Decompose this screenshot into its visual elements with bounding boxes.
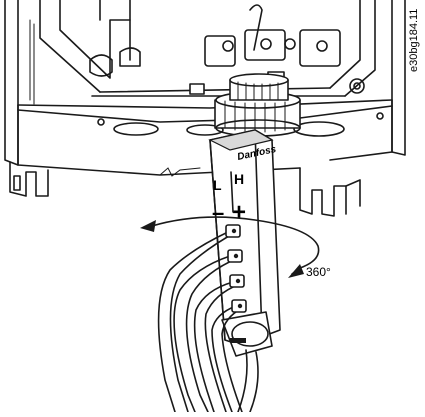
sign-minus: – [212,200,224,225]
label-low: L [213,177,222,193]
document-id: e30bg184.11 [408,9,420,72]
mounting-feet [9,161,361,217]
terminal-block [189,4,365,95]
sign-plus: + [232,199,246,226]
rotation-label: 360° [306,265,331,279]
rotation-arrow [140,216,320,278]
enclosure [4,0,406,177]
wire-ferrules [225,224,247,313]
cable-bundle [157,231,259,413]
plug-connector [208,129,281,357]
label-high: H [234,171,244,187]
cable-gland [214,73,301,137]
